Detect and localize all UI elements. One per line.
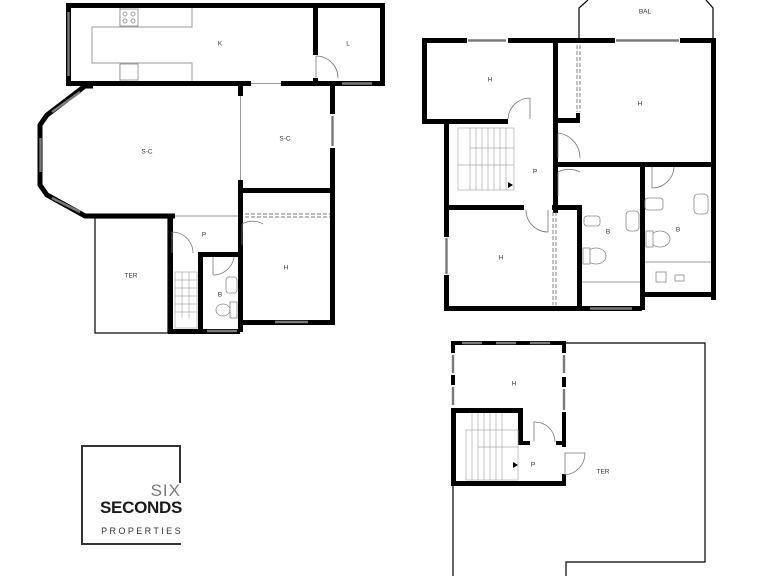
room-label-balcony: BAL <box>639 9 652 16</box>
room-label-living-large: S-C <box>141 149 153 156</box>
room-label-room: H <box>512 381 517 388</box>
logo-text-six: SIX <box>150 481 181 500</box>
room-label-bathroom-1: B <box>606 229 610 236</box>
room-label-bathroom: B <box>218 292 222 299</box>
logo-text-properties: PROPERTIES <box>101 526 183 536</box>
logo-text-seconds: SECONDS <box>100 498 182 517</box>
ground-floor-plan: K L S-C S-C <box>37 3 385 334</box>
room-label-bathroom-2: B <box>676 227 680 234</box>
room-label-bedroom-2: H <box>638 101 643 108</box>
logo-frame-bottom <box>81 543 181 545</box>
room-label-laundry: L <box>346 41 350 48</box>
room-label-terrace-roof: TER <box>597 469 610 476</box>
logo-frame-top <box>81 445 181 447</box>
room-label-living-small: S-C <box>279 136 291 143</box>
company-logo: SIX SECONDS PROPERTIES <box>81 445 183 545</box>
room-label-bedroom-3: H <box>499 255 504 262</box>
room-label-bedroom: H <box>284 265 289 272</box>
roof-floor-plan: H P TER <box>451 341 706 576</box>
room-label-hall: P <box>533 169 537 176</box>
logo-frame-right <box>179 445 181 483</box>
room-label-terrace: TER <box>125 273 138 280</box>
room-label-bedroom-1: H <box>488 77 493 84</box>
logo-frame-left <box>81 445 83 545</box>
room-label-hall-roof: P <box>531 462 535 469</box>
first-floor-plan: BAL H H <box>422 0 716 311</box>
room-label-kitchen: K <box>218 41 223 48</box>
room-label-hall: P <box>202 232 206 239</box>
